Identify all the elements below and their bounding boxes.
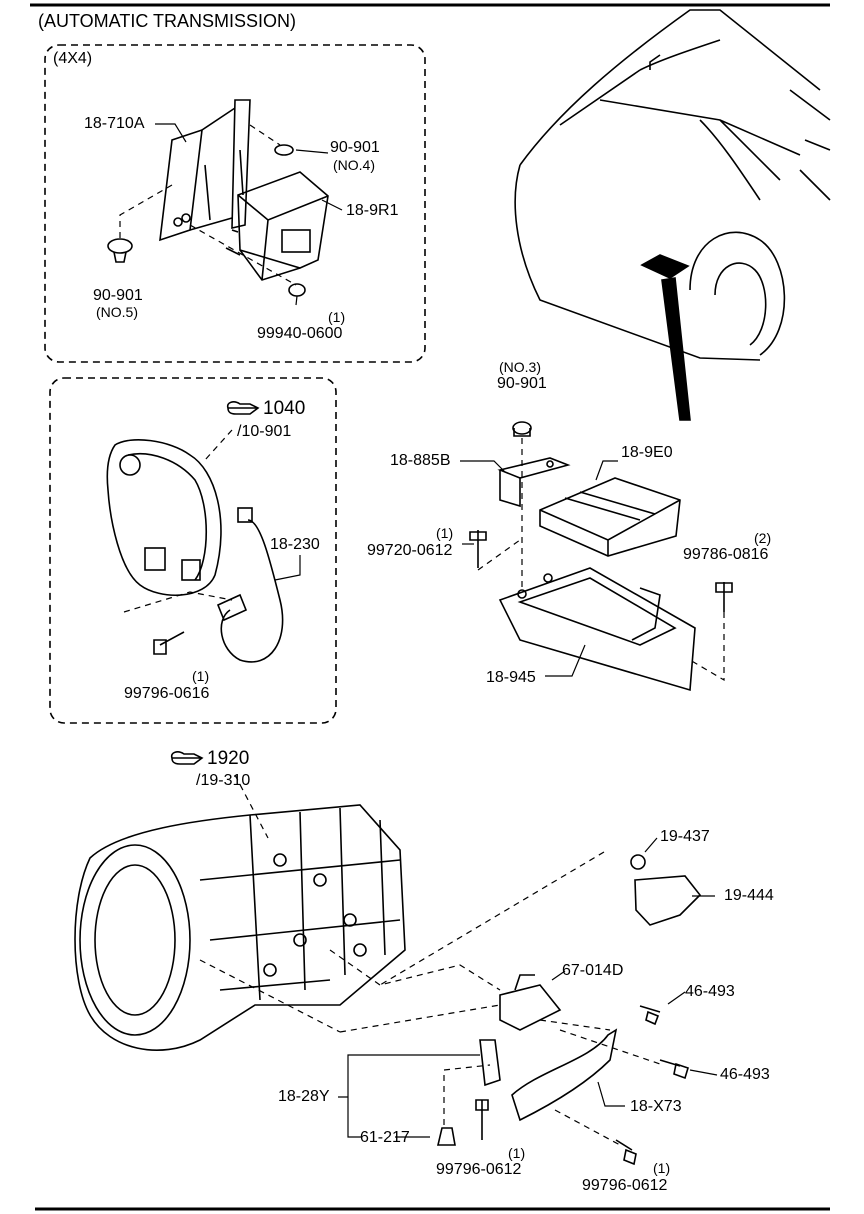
- part-18-x73: 18-X73: [630, 1098, 682, 1115]
- box-1040-outline: [49, 377, 337, 724]
- part-18-885b: 18-885B: [390, 452, 451, 469]
- ref-1920: 1920: [207, 748, 250, 769]
- transmission-housing: [74, 804, 406, 1051]
- sensor-18-230: [216, 507, 284, 663]
- part-99796-0612-b: 99796-0612: [582, 1177, 668, 1194]
- ecu-location-marker: [640, 254, 690, 279]
- ecu-dashed-leaders: [477, 438, 725, 682]
- part-18-945: 18-945: [486, 669, 536, 686]
- fasteners-4x4: [107, 144, 306, 297]
- sensor-19-444: [630, 854, 702, 926]
- qty-99796-0616: (1): [192, 668, 210, 684]
- tray-18-945: [498, 567, 696, 692]
- part-90-901-no5: 90-901: [93, 287, 143, 304]
- part-99786-0816: 99786-0816: [683, 546, 769, 563]
- location-arrow: [661, 277, 691, 421]
- module-18-9e0: [539, 477, 681, 557]
- part-18-9r1: 18-9R1: [346, 202, 399, 219]
- qty-99786-0816: (2): [754, 530, 772, 546]
- part-99796-0612-a: 99796-0612: [436, 1161, 522, 1178]
- ecu-bolts: [469, 530, 733, 612]
- part-90-901-no3: 90-901: [497, 375, 547, 392]
- part-18-230: 18-230: [270, 536, 320, 553]
- part-90-901-no4: 90-901: [330, 139, 380, 156]
- qty-99796-0612-b: (1): [653, 1160, 671, 1176]
- transfer-case-cover: [106, 439, 222, 596]
- module-18-9r1: [225, 171, 329, 281]
- bolt-99796-0616: [153, 631, 185, 655]
- vehicle-outline: [514, 9, 831, 361]
- bracket-18-885b: [497, 457, 571, 508]
- part-67-014d: 67-014D: [562, 962, 624, 979]
- part-18-9e0: 18-9E0: [621, 444, 673, 461]
- transmission-leaders: [338, 837, 718, 1138]
- lower-fasteners: [436, 1099, 637, 1166]
- ref-1040: 1040: [263, 398, 306, 419]
- ecu-leaders: [460, 460, 618, 677]
- bracket-18-710a: [159, 99, 251, 242]
- part-19-437: 19-437: [660, 828, 710, 845]
- bolts-46-493: [639, 1005, 689, 1080]
- shield-18-x73: [479, 1028, 618, 1122]
- part-99720-0612: 99720-0612: [367, 542, 453, 559]
- part-90-901-no5-note: (NO.5): [96, 304, 138, 320]
- part-18-710a: 18-710A: [84, 115, 145, 132]
- part-18-28y: 18-28Y: [278, 1088, 330, 1105]
- ref-10-901: /10-901: [237, 423, 292, 440]
- 4x4-dashed-leaders: [119, 124, 297, 286]
- reference-icons: [170, 401, 260, 765]
- box-4x4-outline: [44, 44, 426, 363]
- part-46-493-a: 46-493: [685, 983, 735, 1000]
- transmission-dashed-leaders: [199, 774, 661, 1146]
- qty-99796-0612-a: (1): [508, 1145, 526, 1161]
- qty-99940-0600: (1): [328, 309, 346, 325]
- part-61-217: 61-217: [360, 1129, 410, 1146]
- part-90-901-no4-note: (NO.4): [333, 157, 375, 173]
- 1040-dashed-leaders: [123, 429, 233, 613]
- part-90-901-no3-note: (NO.3): [499, 359, 541, 375]
- nut-90-901-no3: [512, 421, 532, 437]
- part-19-444: 19-444: [724, 887, 774, 904]
- 4x4-leaders: [155, 123, 343, 306]
- 1040-leaders: [274, 555, 301, 581]
- part-99796-0616: 99796-0616: [124, 685, 210, 702]
- ref-19-310: /19-310: [196, 772, 251, 789]
- page-title: (AUTOMATIC TRANSMISSION): [38, 11, 297, 31]
- qty-99720-0612: (1): [436, 525, 454, 541]
- part-99940-0600: 99940-0600: [257, 325, 343, 342]
- part-46-493-b: 46-493: [720, 1066, 770, 1083]
- box-4x4-label: (4X4): [53, 50, 93, 67]
